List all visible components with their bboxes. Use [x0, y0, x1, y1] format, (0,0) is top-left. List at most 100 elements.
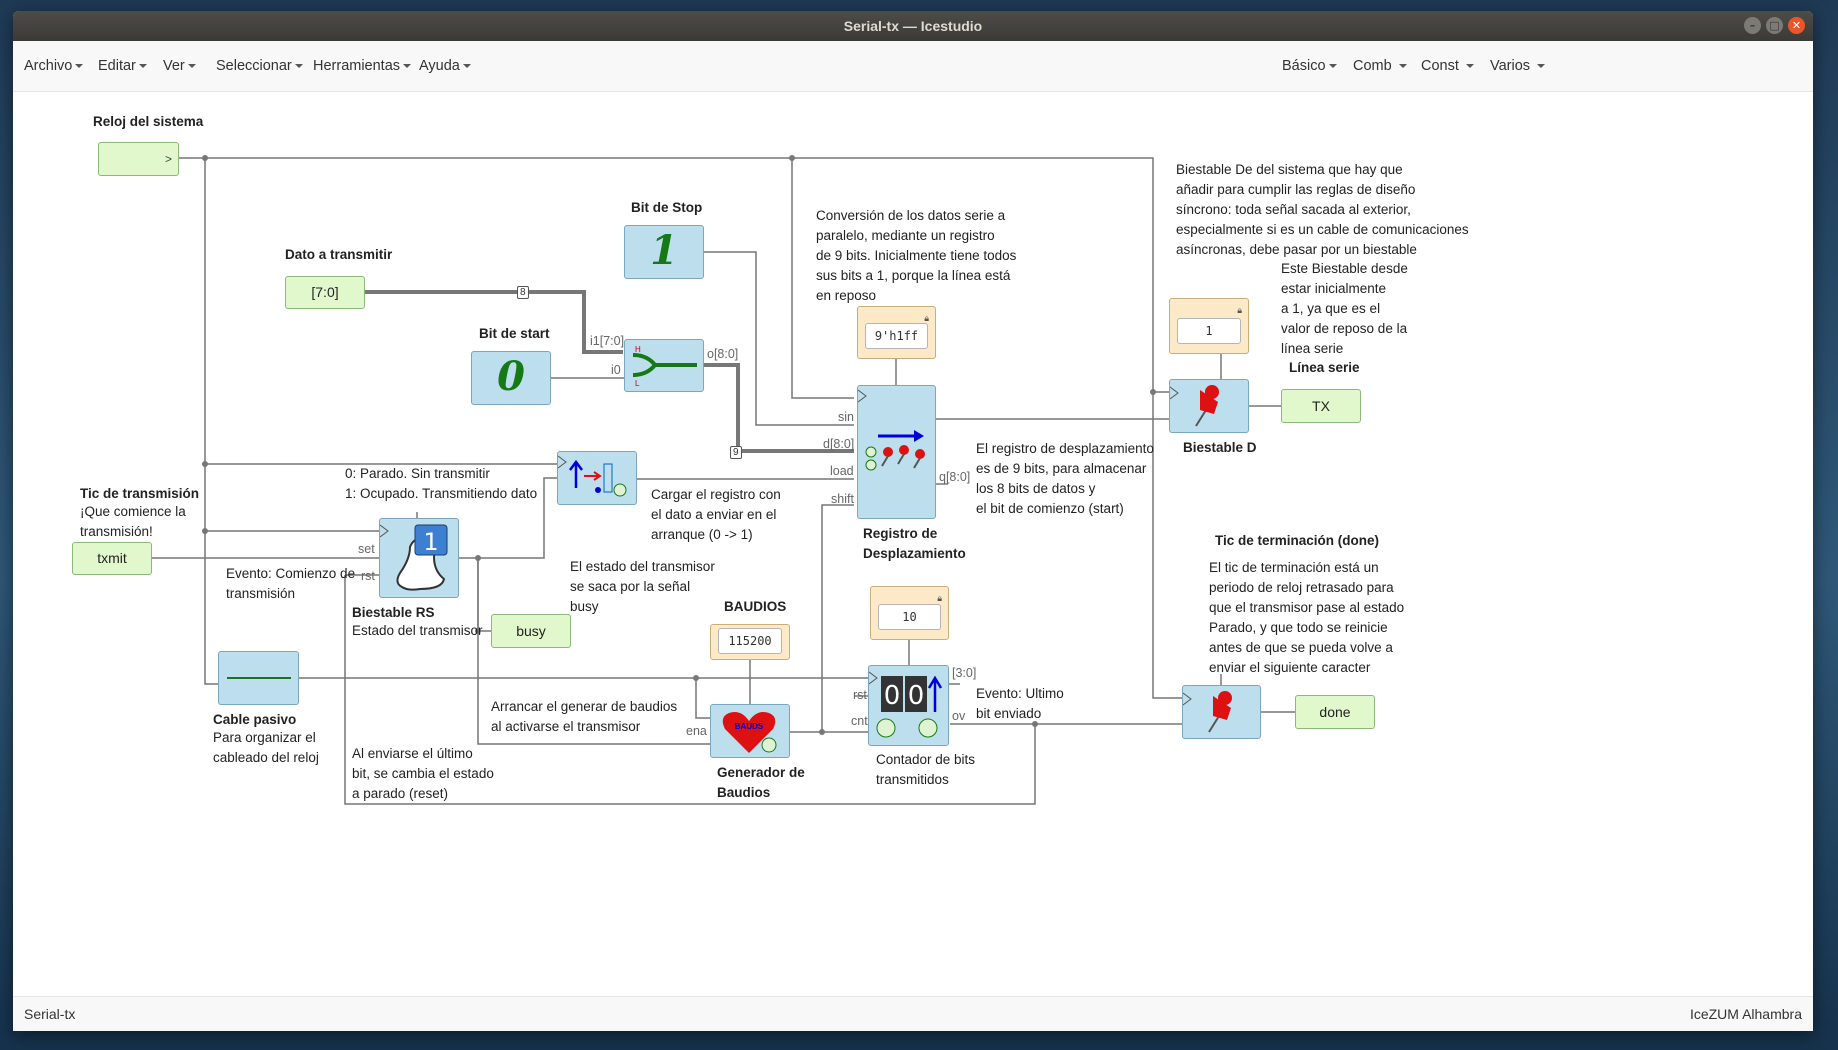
clock-input[interactable]: > [98, 142, 179, 176]
shift-register-block[interactable] [857, 385, 936, 519]
join-port-i0: i0 [611, 363, 621, 377]
baud-value[interactable]: 115200 [718, 628, 782, 654]
data-input[interactable]: [7:0] [285, 276, 365, 309]
rs-port-set: set [358, 542, 375, 556]
counter-constant[interactable]: 🔒︎ 10 [870, 586, 949, 640]
one-constant-icon: 1 [650, 227, 678, 274]
menu-comb[interactable]: Comb [1353, 41, 1407, 91]
project-name: Serial-tx [24, 1006, 76, 1022]
edge-detector-block[interactable] [557, 451, 637, 505]
shift-port-load: load [830, 464, 854, 478]
menu-archivo[interactable]: Archivo [24, 41, 84, 91]
d-flipflop-block[interactable] [1169, 379, 1249, 433]
rs-subtitle: Estado del transmisor [352, 623, 483, 638]
bus-size-9: 9 [730, 446, 742, 459]
stop-title: Bit de Stop [631, 200, 703, 215]
clock-title: Reloj del sistema [93, 114, 204, 129]
busy-output[interactable]: busy [491, 614, 571, 648]
menu-ver[interactable]: Ver [163, 41, 196, 91]
rs-port-rst: rst [361, 569, 375, 583]
join-port-o: o[8:0] [707, 347, 739, 361]
lock-icon: 🔒︎ [937, 593, 942, 603]
window-title: Serial-tx — Icestudio [843, 18, 983, 34]
counter-port-cnt: cnt [851, 714, 868, 728]
title-bar: Serial-tx — Icestudio – □ ✕ [13, 11, 1813, 41]
heart-icon: BAUDS [722, 712, 777, 753]
done-output[interactable]: done [1295, 695, 1375, 729]
start-title: Bit de start [479, 326, 550, 341]
done-title: Tic de terminación (done) [1215, 533, 1380, 548]
svg-text:0: 0 [884, 681, 901, 711]
minimize-button[interactable]: – [1744, 17, 1761, 34]
passive-cable-block[interactable] [218, 651, 299, 705]
chevron-right-icon: > [164, 152, 172, 166]
counter-icon: 0 0 [868, 671, 943, 738]
menu-basico[interactable]: Básico [1282, 41, 1337, 91]
svg-text:L: L [635, 379, 640, 388]
baud-constant[interactable]: 115200 [710, 624, 790, 660]
dff-title: Biestable D [1183, 440, 1257, 455]
bus-size-8: 8 [517, 286, 529, 299]
svg-text:BAUDS: BAUDS [735, 722, 764, 731]
counter-port-rst: rst [853, 688, 867, 702]
bell-icon: 1 [379, 524, 448, 591]
menu-varios[interactable]: Varios [1490, 41, 1546, 91]
shift-port-sin: sin [838, 410, 854, 424]
lock-icon: 🔒︎ [924, 313, 929, 323]
menu-const[interactable]: Const [1421, 41, 1474, 91]
shift-port-shift: shift [831, 492, 854, 506]
menu-ayuda[interactable]: Ayuda [419, 41, 471, 91]
maximize-button[interactable]: □ [1766, 17, 1783, 34]
svg-text:1: 1 [423, 528, 438, 556]
design-canvas[interactable]: Reloj del sistema > Dato a transmitir [7… [13, 92, 1813, 996]
wire-layer [152, 155, 1295, 805]
pushpin-icon [1182, 691, 1232, 733]
stop-bit-block[interactable]: 1 [624, 225, 704, 279]
tx-output[interactable]: TX [1281, 389, 1361, 423]
status-bar: Serial-tx IceZUM Alhambra [13, 996, 1813, 1031]
start-bit-block[interactable]: 0 [471, 351, 551, 405]
dff-init-value[interactable]: 1 [1177, 318, 1241, 344]
counter-port-ov: ov [952, 709, 966, 723]
lock-icon: 🔒︎ [1237, 305, 1242, 315]
rs-title: Biestable RS [352, 605, 435, 620]
shift-register-icon [857, 389, 925, 471]
cable-title: Cable pasivo [213, 712, 297, 727]
shift-init-constant[interactable]: 🔒︎ 9'h1ff [857, 306, 936, 359]
board-name[interactable]: IceZUM Alhambra [1689, 1006, 1802, 1022]
menu-herramientas[interactable]: Herramientas [313, 41, 412, 91]
join-port-i1: i1[7:0] [590, 334, 625, 348]
txmit-title: Tic de transmisión [80, 486, 200, 501]
svg-text:0: 0 [908, 681, 925, 711]
dff-init-constant[interactable]: 🔒︎ 1 [1169, 298, 1249, 354]
menu-editar[interactable]: Editar [98, 41, 147, 91]
rs-flipflop-block[interactable]: 1 [379, 518, 459, 598]
pushpin-icon [1169, 385, 1219, 427]
counter-value[interactable]: 10 [878, 604, 941, 630]
done-flipflop-block[interactable] [1182, 685, 1261, 739]
baud-port-ena: ena [686, 724, 707, 738]
bit-counter-block[interactable]: 0 0 [868, 665, 949, 746]
baud-title: BAUDIOS [724, 599, 787, 614]
shift-init-value[interactable]: 9'h1ff [865, 323, 928, 349]
close-button[interactable]: ✕ [1788, 17, 1805, 34]
txmit-input[interactable]: txmit [72, 542, 152, 575]
rising-edge-icon [557, 455, 627, 497]
bus-join-block[interactable]: H L [624, 339, 704, 392]
menu-seleccionar[interactable]: Seleccionar [216, 41, 303, 91]
baud-generator-block[interactable]: BAUDS [710, 704, 790, 758]
